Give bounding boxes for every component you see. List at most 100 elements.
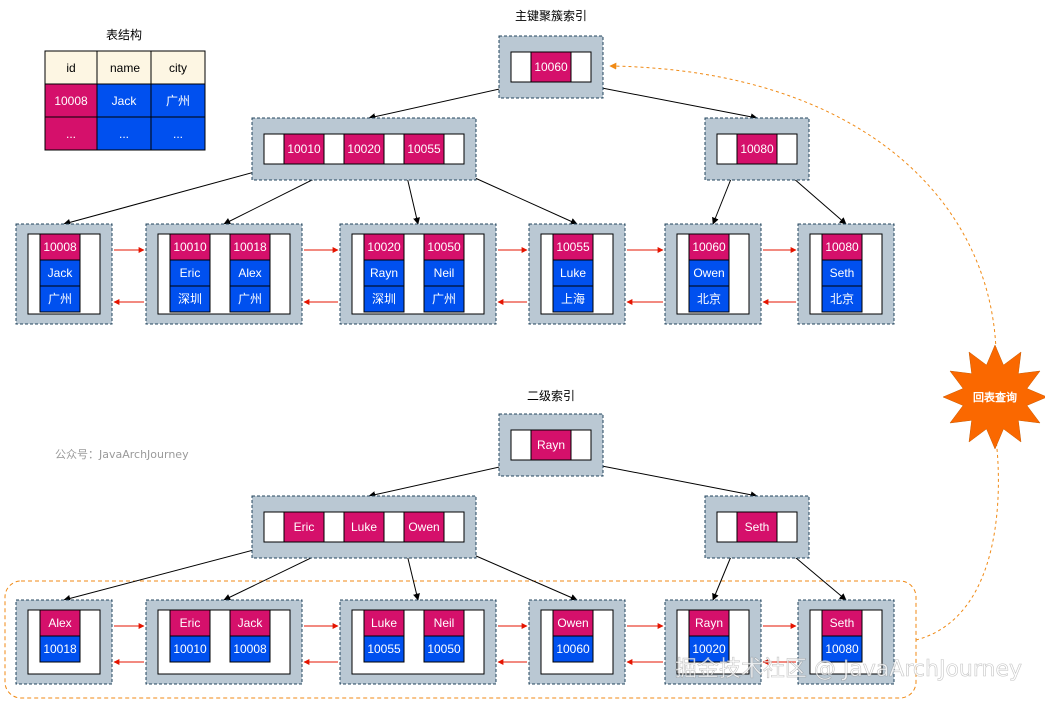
table-cell-text: 广州 <box>166 94 190 108</box>
table-structure-title: 表结构 <box>106 27 142 42</box>
leaf-city: 广州 <box>238 292 262 306</box>
leaf-name: Jack <box>48 266 74 280</box>
node-key-cell <box>736 511 778 543</box>
leaf-name: Rayn <box>370 266 398 280</box>
node-key: Luke <box>351 520 377 534</box>
leaf-key: Rayn <box>695 616 723 630</box>
leaf-key: 10055 <box>556 240 590 254</box>
leaf-key: 10020 <box>367 240 401 254</box>
table-header-row <box>44 50 206 85</box>
secondary-leaf-node: Rayn 10020 <box>664 599 762 685</box>
secondary-index-title: 二级索引 <box>527 389 575 403</box>
watermark: 掘金技术社区 @ JavaArchJourney <box>675 657 1022 682</box>
leaf-key-cell <box>169 609 211 637</box>
node-key: 10010 <box>287 142 321 156</box>
primary-internal-right-node: 10080 <box>704 117 810 181</box>
leaf-value-cell <box>423 285 465 313</box>
secondary-internal-right-node: Seth <box>704 495 810 559</box>
leaf-value-cell <box>229 285 271 313</box>
leaf-id: 10060 <box>556 642 590 656</box>
primary-internal-left-node: 10010 10020 10055 <box>251 117 477 181</box>
node-key-cell <box>283 511 325 543</box>
leaf-name: Seth <box>830 266 855 280</box>
node-key-cell <box>283 133 325 165</box>
leaf-key-cell <box>552 233 594 261</box>
leaf-value-cell <box>423 635 465 663</box>
leaf-key: Alex <box>48 616 71 630</box>
leaf-id: 10050 <box>427 642 461 656</box>
table-structure: id name city 10008 Jack 广州 ... ... ... <box>44 50 206 151</box>
node-key: 10060 <box>534 60 568 74</box>
leaf-key: Seth <box>830 616 855 630</box>
back-to-table-star: 回表查询 <box>942 344 1045 450</box>
node-key: Rayn <box>537 438 565 452</box>
table-cell-text: Jack <box>112 94 138 108</box>
node-key: Eric <box>294 520 315 534</box>
leaf-city: 北京 <box>830 292 854 306</box>
node-key-cell <box>343 511 385 543</box>
leaf-value-cell <box>821 635 863 663</box>
node-key: Owen <box>408 520 439 534</box>
leaf-key: 10010 <box>173 240 207 254</box>
leaf-value-cell <box>229 635 271 663</box>
leaf-value-cell <box>169 635 211 663</box>
leaf-key-cell <box>229 609 271 637</box>
leaf-city: 深圳 <box>372 292 396 306</box>
table-cell <box>96 116 152 151</box>
leaf-key-cell <box>423 609 465 637</box>
leaf-name: Owen <box>693 266 724 280</box>
leaf-city: 北京 <box>697 292 721 306</box>
leaf-value-cell <box>688 635 730 663</box>
account-label: 公众号：JavaArchJourney <box>55 448 189 461</box>
node-key-cell <box>403 511 445 543</box>
back-to-table-label: 回表查询 <box>973 390 1017 404</box>
leaf-name: Alex <box>238 266 261 280</box>
leaf-value-cell <box>363 259 405 287</box>
leaf-key: Luke <box>371 616 397 630</box>
node-key: 10080 <box>740 142 774 156</box>
table-cell-text: ... <box>173 127 183 141</box>
leaf-key-cell <box>821 609 863 637</box>
secondary-leaf-node: Seth 10080 <box>797 599 895 685</box>
table-header-id: id <box>66 61 75 75</box>
leaf-key: Jack <box>238 616 264 630</box>
leaf-value-cell <box>229 259 271 287</box>
node-key-cell <box>530 429 572 461</box>
pointer-arrow <box>63 541 285 602</box>
leaf-value-cell <box>169 259 211 287</box>
leaf-key: Neil <box>434 616 455 630</box>
node-key: Seth <box>745 520 770 534</box>
leaf-value-cell <box>552 285 594 313</box>
leaf-key-cell <box>688 609 730 637</box>
table-header-name: name <box>110 61 140 75</box>
node-key: 10020 <box>347 142 381 156</box>
leaf-key-cell <box>688 233 730 261</box>
leaf-value-cell <box>39 635 81 663</box>
leaf-key: Eric <box>180 616 201 630</box>
leaf-id: 10020 <box>692 642 726 656</box>
node-key-cell <box>403 133 445 165</box>
secondary-internal-left-node: Eric Luke Owen <box>251 495 477 559</box>
leaf-key: 10050 <box>427 240 461 254</box>
leaf-key-cell <box>821 233 863 261</box>
table-cell-text: ... <box>66 127 76 141</box>
leaf-value-cell <box>39 285 81 313</box>
leaf-value-cell <box>821 259 863 287</box>
leaf-id: 10080 <box>825 642 859 656</box>
node-key: 10055 <box>407 142 441 156</box>
primary-root-node: 10060 <box>498 35 604 99</box>
leaf-id: 10008 <box>233 642 267 656</box>
leaf-value-cell <box>363 285 405 313</box>
leaf-value-cell <box>688 259 730 287</box>
leaf-key: Owen <box>557 616 588 630</box>
leaf-city: 广州 <box>48 292 72 306</box>
leaf-id: 10010 <box>173 642 207 656</box>
leaf-key: 10008 <box>43 240 77 254</box>
secondary-root-node: Rayn <box>498 413 604 477</box>
